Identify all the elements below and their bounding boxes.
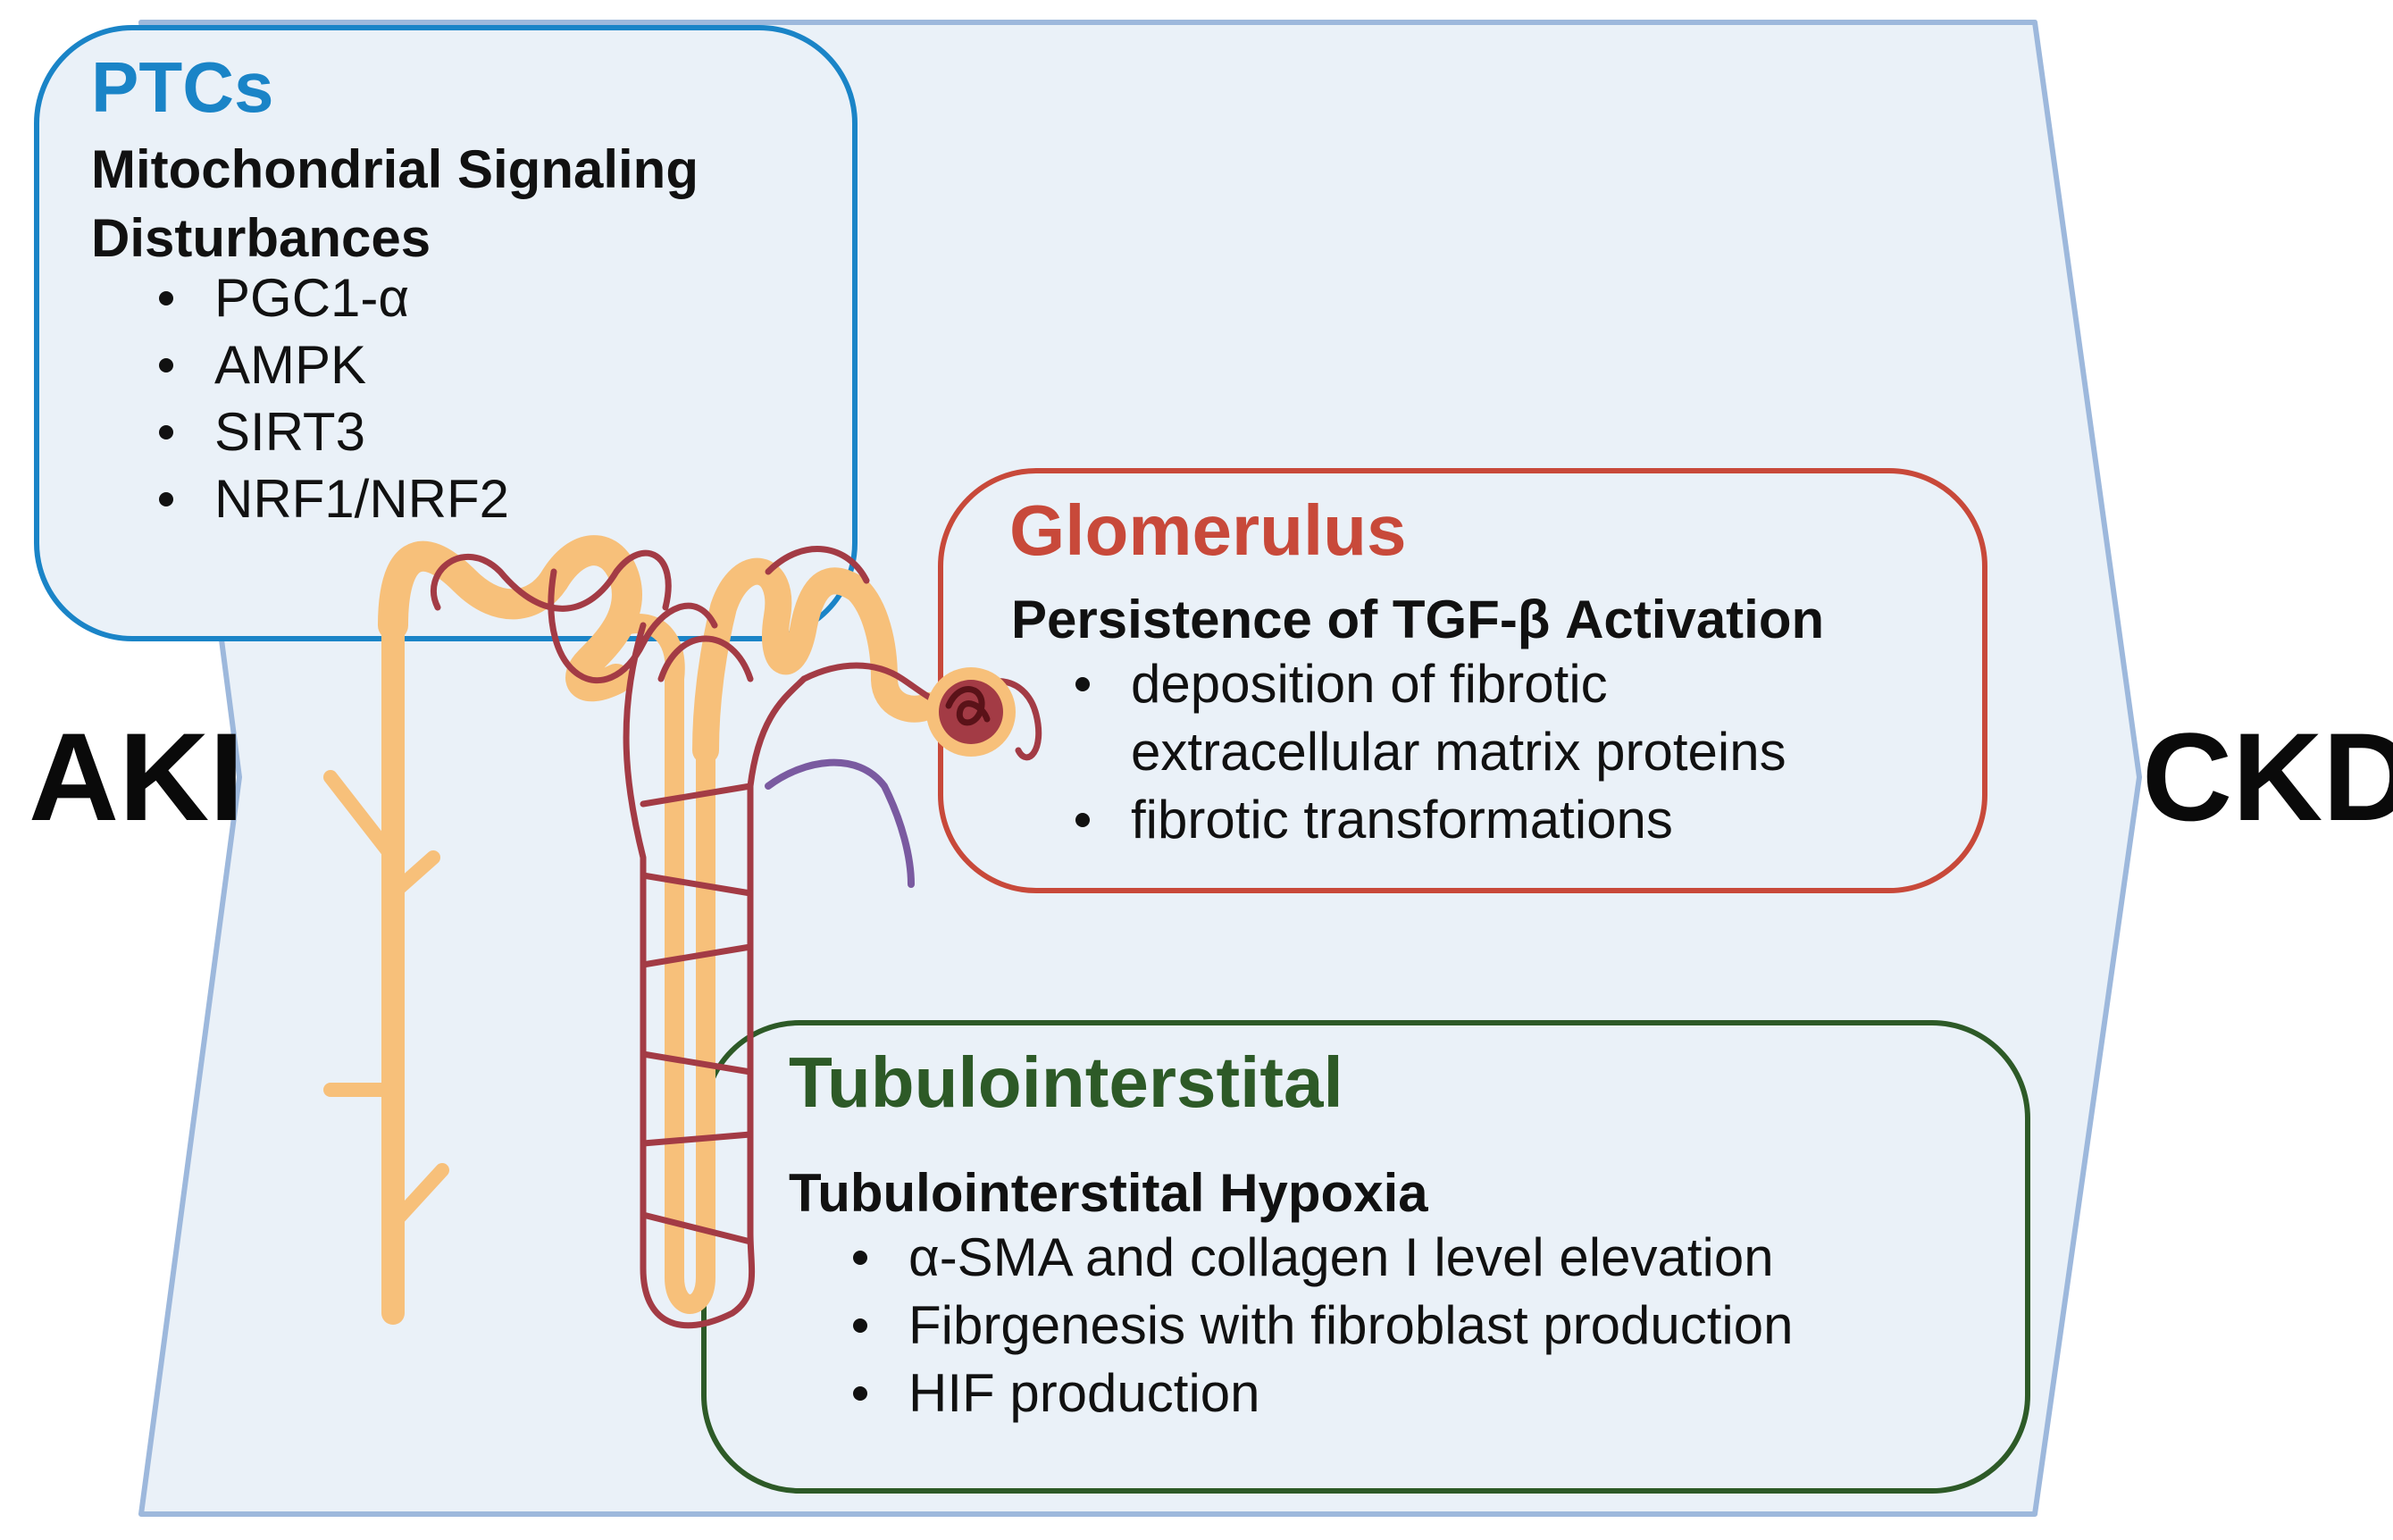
ptc-list-item: SIRT3 bbox=[158, 398, 509, 465]
tubulointerstital-box: Tubulointerstital Tubulointerstital Hypo… bbox=[701, 1020, 2030, 1494]
glomerulus-item1-line2: extracellular matrix proteins bbox=[1131, 722, 1786, 782]
glomerulus-item1-line1: deposition of fibrotic bbox=[1131, 654, 1608, 714]
tubulointerstital-list-item: α-SMA and collagen I level elevation bbox=[853, 1224, 1794, 1292]
ptc-title: PTCs bbox=[91, 47, 274, 127]
renal-vein bbox=[765, 758, 915, 888]
glomerulus-subtitle: Persistence of TGF-β Activation bbox=[1011, 590, 1825, 649]
ptc-box: PTCs Mitochondrial Signaling Disturbance… bbox=[34, 25, 858, 641]
ptc-list-item: PGC1-α bbox=[158, 264, 509, 331]
ptc-list: PGC1-α AMPK SIRT3 NRF1/NRF2 bbox=[158, 264, 509, 532]
ptc-list-item: AMPK bbox=[158, 331, 509, 398]
glomerulus-list: deposition of fibrotic extracellular mat… bbox=[1075, 650, 1786, 854]
tubulointerstital-list-item: HIF production bbox=[853, 1360, 1794, 1427]
glomerulus-title: Glomerulus bbox=[1009, 490, 1407, 570]
peritubular-capillaries bbox=[430, 546, 1042, 1329]
end-label-ckd: CKD bbox=[2142, 707, 2393, 847]
ptc-subtitle: Mitochondrial Signaling Disturbances bbox=[91, 136, 699, 273]
start-label-aki: AKI bbox=[29, 707, 245, 847]
tubulointerstital-title: Tubulointerstital bbox=[789, 1042, 1343, 1122]
tubulointerstital-subtitle: Tubulointerstital Hypoxia bbox=[789, 1163, 1428, 1223]
ptc-list-item: NRF1/NRF2 bbox=[158, 465, 509, 532]
ptc-subtitle-line1: Mitochondrial Signaling bbox=[91, 139, 699, 199]
collecting-duct bbox=[323, 614, 449, 1325]
tubulointerstital-list-item: Fibrgenesis with fibroblast production bbox=[853, 1292, 1794, 1360]
glomerulus-list-item: fibrotic transformations bbox=[1075, 786, 1786, 854]
glomerulus-list-item: deposition of fibrotic extracellular mat… bbox=[1075, 650, 1786, 786]
distal-tubule bbox=[378, 535, 642, 702]
tubulointerstital-list: α-SMA and collagen I level elevation Fib… bbox=[853, 1224, 1794, 1427]
ptc-subtitle-line2: Disturbances bbox=[91, 207, 431, 268]
glomerulus-icon bbox=[926, 667, 1016, 757]
